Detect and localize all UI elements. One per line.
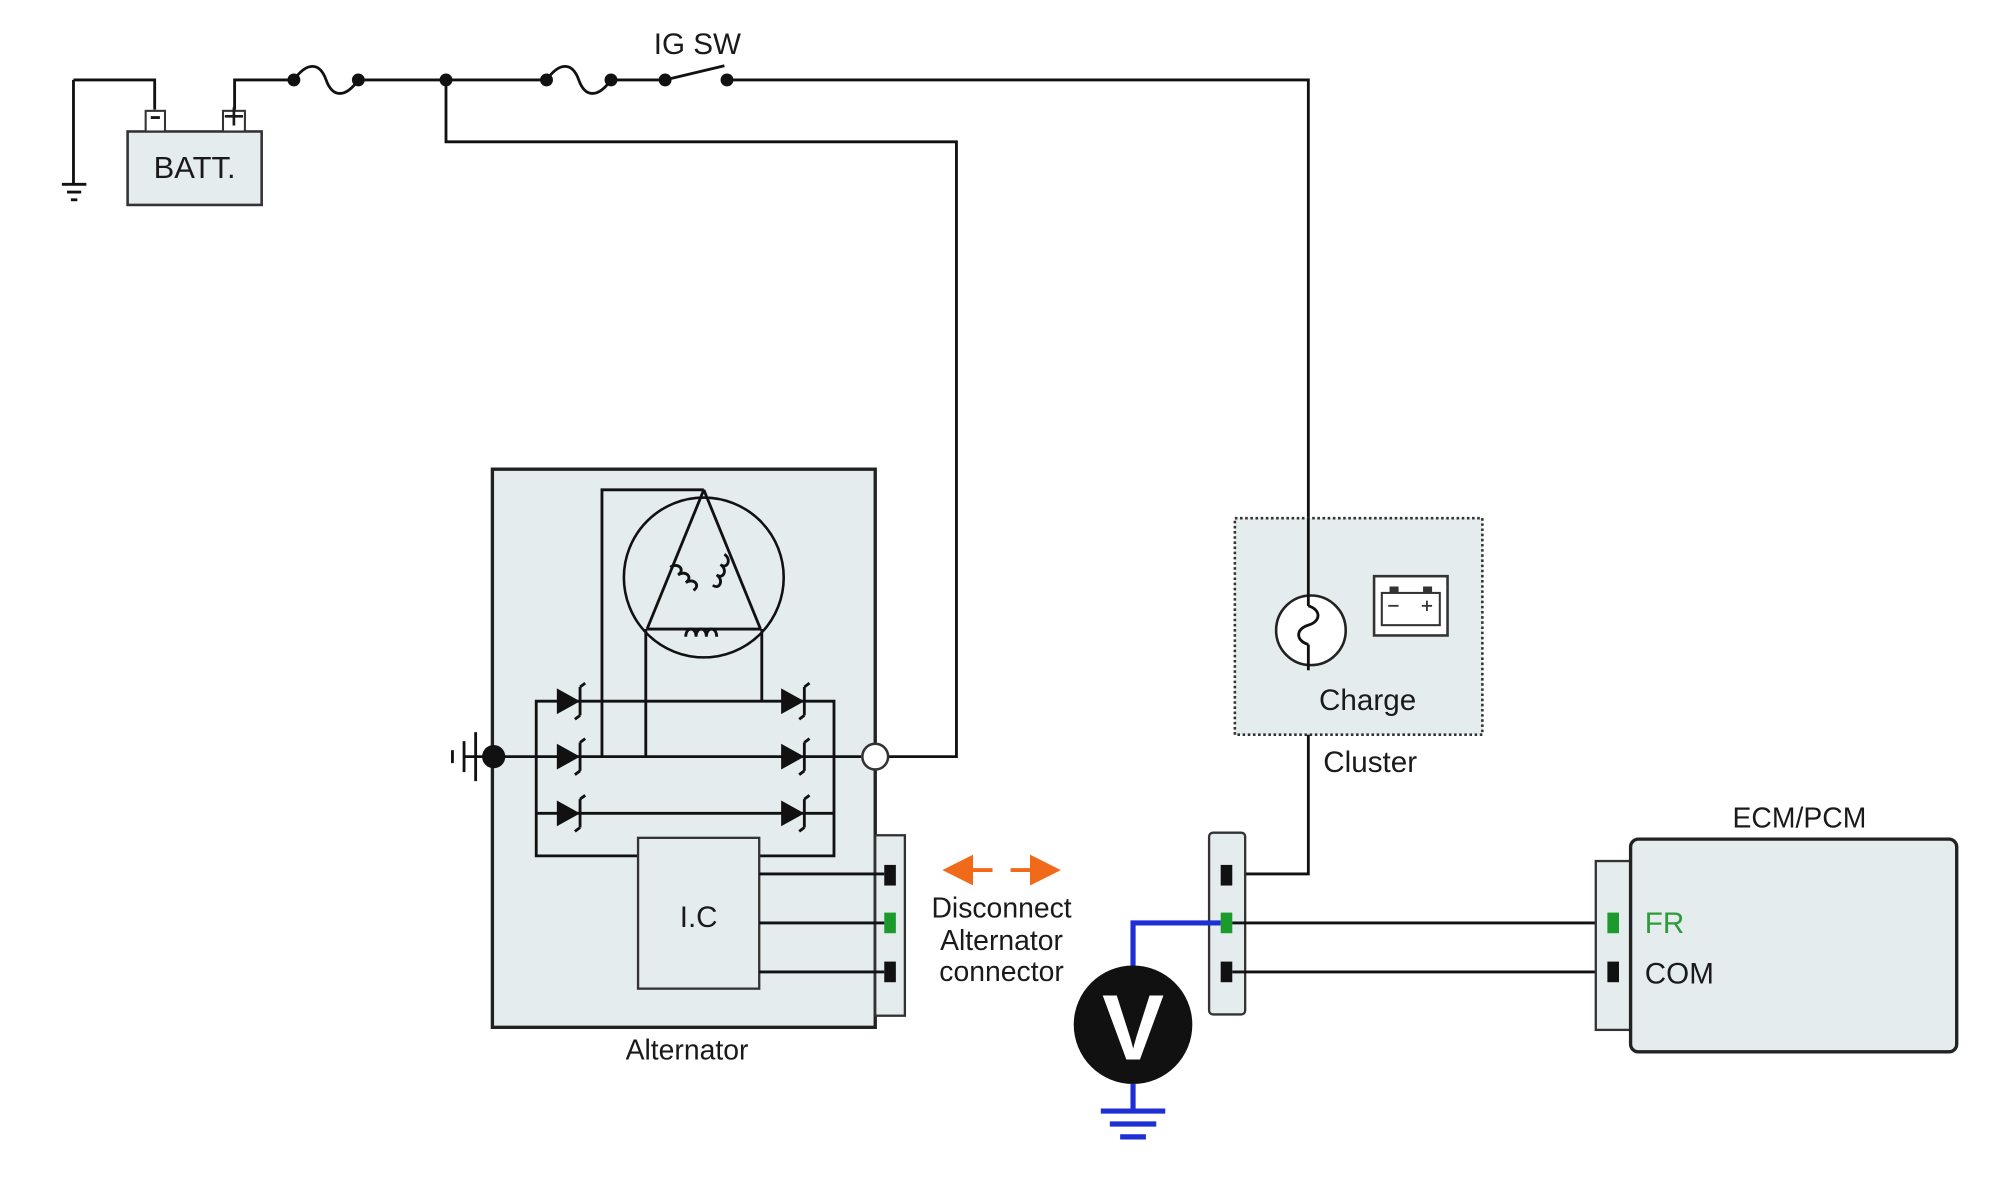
- diode-icon: [556, 682, 587, 721]
- junction-dot: [439, 73, 453, 87]
- ground-icon: [451, 732, 537, 782]
- disconnect-text-line3: connector: [939, 956, 1063, 988]
- b-plus-terminal: [861, 742, 890, 771]
- fuse-icon: [540, 64, 618, 95]
- battery: - + BATT.: [126, 94, 263, 207]
- alternator: I.C: [451, 467, 907, 1029]
- connector-pin: [884, 961, 896, 983]
- ecm-pcm: FR COM: [1594, 837, 1959, 1054]
- charge-label: Charge: [1319, 684, 1416, 717]
- voltmeter-icon: V: [1073, 965, 1193, 1140]
- diode-icon: [556, 794, 587, 833]
- ground-icon: [61, 182, 87, 202]
- stator-icon: [622, 496, 786, 659]
- coil-icon: [669, 553, 730, 637]
- fr-terminal-label: FR: [1645, 907, 1685, 940]
- battery-plus-terminal: +: [223, 95, 245, 137]
- ig-sw-label: IG SW: [654, 28, 741, 61]
- diode-icon: [781, 737, 811, 776]
- ecm-label: ECM/PCM: [1733, 803, 1867, 835]
- bulb-icon: [1274, 518, 1348, 671]
- alternator-label: Alternator: [626, 1035, 749, 1067]
- connector-pin-fr: [884, 912, 896, 934]
- cluster-label: Cluster: [1323, 746, 1417, 779]
- com-terminal-label: COM: [1645, 957, 1714, 990]
- disconnect-text-line2: Alternator: [940, 925, 1063, 957]
- connector-pin: [1220, 864, 1233, 886]
- connector-pin-fr: [1607, 912, 1619, 934]
- diode-icon: [781, 682, 811, 721]
- voltmeter-label: V: [1102, 976, 1164, 1080]
- cluster: Charge: [1233, 516, 1484, 737]
- battery-warning-icon: [1372, 574, 1449, 637]
- diode-icon: [556, 737, 587, 776]
- connector-pin: [1607, 961, 1619, 983]
- connector-pin-fr: [1220, 912, 1233, 934]
- switch-icon: [658, 64, 734, 87]
- fuse-icon: [287, 64, 365, 95]
- probe-wire: [1130, 920, 1221, 967]
- diode-icon: [781, 794, 811, 833]
- disconnect-text-line1: Disconnect: [931, 893, 1071, 925]
- harness-connector: [1207, 831, 1247, 1016]
- ic-label: I.C: [680, 901, 718, 934]
- connector-pin: [1220, 961, 1233, 983]
- connector-pin: [884, 864, 896, 886]
- battery-minus-terminal: -: [149, 94, 161, 136]
- battery-label: BATT.: [154, 150, 236, 185]
